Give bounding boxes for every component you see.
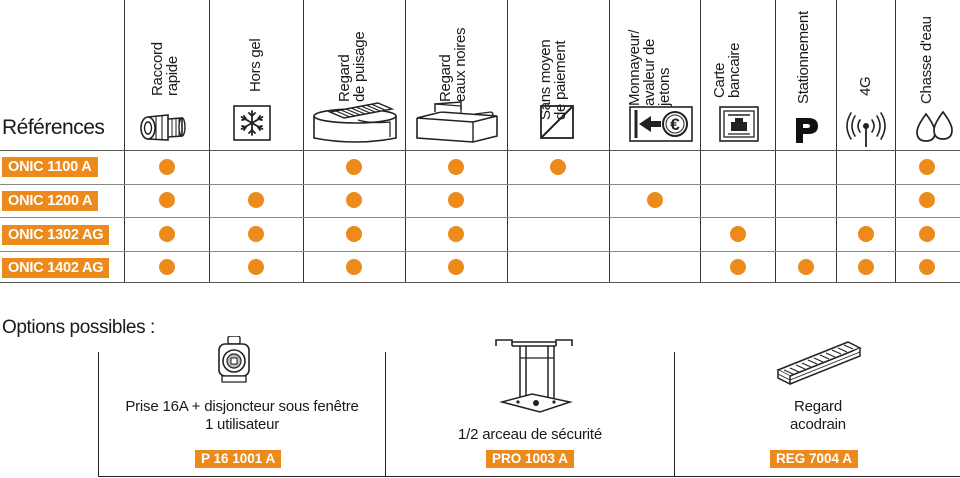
- no-payment-icon: [540, 105, 574, 139]
- references-header: Références: [2, 116, 105, 139]
- feature-dot: [798, 259, 814, 275]
- col-label-regard-puisage: Regard de puisage: [336, 31, 368, 102]
- feature-dot: [248, 259, 264, 275]
- drain-grate-icon: [776, 341, 862, 386]
- option-1-line1: Prise 16A + disjoncteur sous fenêtre: [125, 398, 359, 415]
- ref-badge-row-4: ONIC 1402 AG: [2, 258, 110, 278]
- option-1-ref: P 16 1001 A: [195, 450, 282, 468]
- bank-card-icon: [719, 106, 759, 142]
- col-label-4g: 4G: [857, 76, 874, 96]
- feature-dot: [919, 259, 935, 275]
- col-label-chasse: Chasse d'eau: [918, 16, 935, 104]
- feature-dot: [159, 226, 175, 242]
- feature-dot: [346, 192, 362, 208]
- feature-dot: [448, 159, 464, 175]
- blackwater-manhole-icon: [416, 101, 498, 143]
- option-2-ref: PRO 1003 A: [486, 450, 575, 468]
- antenna-signal-icon: [846, 112, 886, 147]
- option-1-line2: 1 utilisateur: [204, 416, 280, 433]
- feature-dot: [448, 226, 464, 242]
- feature-dot: [248, 192, 264, 208]
- feature-dot: [858, 226, 874, 242]
- feature-dot: [919, 159, 935, 175]
- option-3-line2: acodrain: [790, 416, 846, 433]
- col-label-monnayeur: Monnayeur/ avaleur de jetons: [626, 29, 673, 106]
- option-3-text: Regard acodrain: [676, 398, 960, 434]
- safety-arch-icon: [495, 339, 573, 413]
- snowflake-icon: [233, 105, 271, 141]
- feature-dot: [730, 259, 746, 275]
- feature-dot: [346, 226, 362, 242]
- option-3-line1: Regard: [794, 398, 842, 415]
- power-socket-icon: [218, 336, 250, 383]
- ref-badge-row-1: ONIC 1100 A: [2, 157, 98, 177]
- col-label-stationnement: Stationnement: [795, 11, 812, 104]
- feature-dot: [858, 259, 874, 275]
- col-label-carte: Carte bancaire: [711, 42, 743, 98]
- option-2-line1: 1/2 arceau de sécurité: [457, 426, 603, 443]
- feature-dot: [159, 159, 175, 175]
- drawing-manhole-icon: [313, 102, 397, 143]
- feature-dot: [346, 259, 362, 275]
- svg-text:€: €: [670, 115, 680, 134]
- quick-connector-icon: [140, 114, 186, 141]
- feature-dot: [919, 226, 935, 242]
- feature-dot: [647, 192, 663, 208]
- feature-dot: [159, 192, 175, 208]
- parking-icon: [796, 118, 818, 143]
- option-3-ref: REG 7004 A: [770, 450, 859, 468]
- feature-dot: [919, 192, 935, 208]
- col-label-regard-eaux: Regard eaux noires: [437, 27, 469, 102]
- feature-dot: [248, 226, 264, 242]
- options-title: Options possibles :: [2, 317, 155, 338]
- option-1-text: Prise 16A + disjoncteur sous fenêtre 1 u…: [100, 398, 384, 434]
- feature-dot: [448, 259, 464, 275]
- feature-dot: [730, 226, 746, 242]
- coin-acceptor-icon: €: [629, 106, 693, 142]
- option-2-text: 1/2 arceau de sécurité: [387, 426, 673, 444]
- col-label-hors-gel: Hors gel: [247, 38, 264, 92]
- feature-dot: [550, 159, 566, 175]
- feature-dot: [448, 192, 464, 208]
- ref-badge-row-3: ONIC 1302 AG: [2, 225, 110, 245]
- feature-dot: [346, 159, 362, 175]
- water-drops-icon: [916, 110, 953, 142]
- feature-dot: [159, 259, 175, 275]
- col-label-raccord: Raccord rapide: [149, 42, 181, 96]
- ref-badge-row-2: ONIC 1200 A: [2, 191, 99, 211]
